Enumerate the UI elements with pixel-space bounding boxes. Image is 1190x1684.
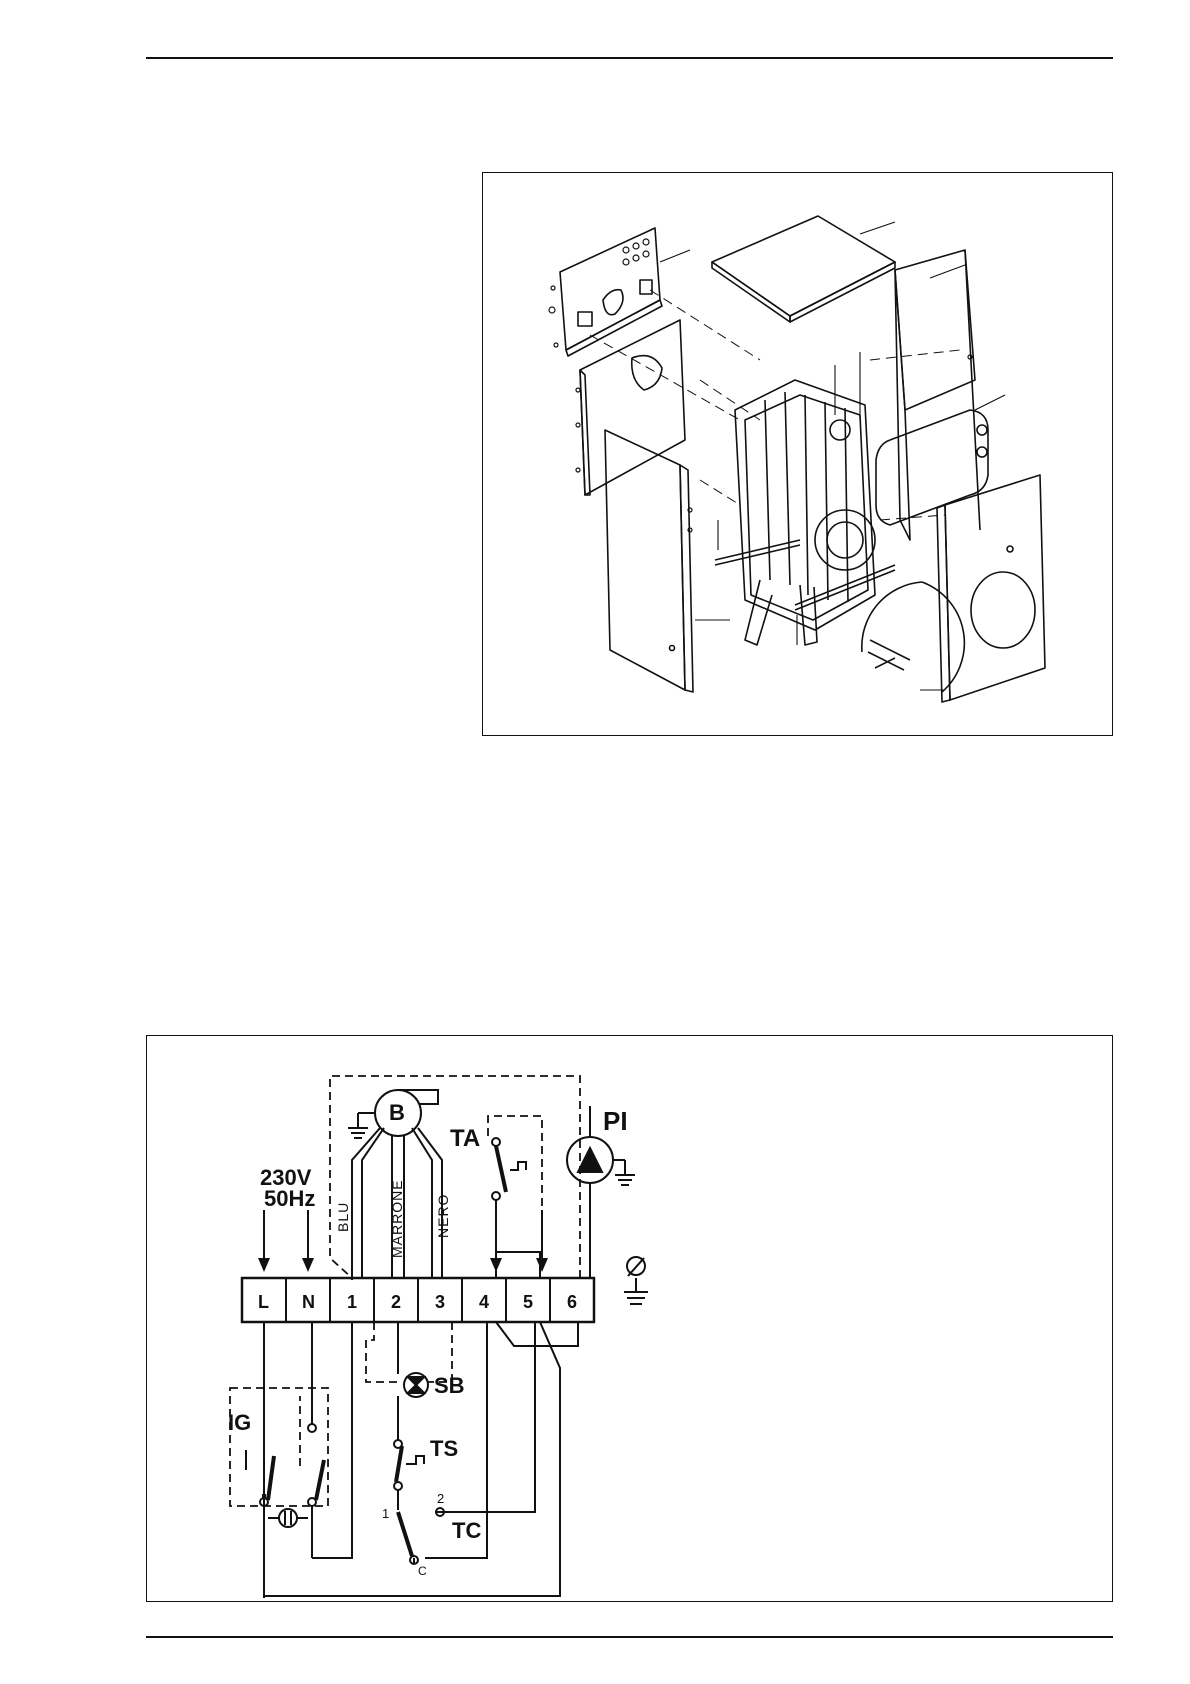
exploded-view-frame (482, 172, 1113, 736)
top-rule (146, 57, 1113, 59)
bottom-rule (146, 1636, 1113, 1638)
wiring-diagram-frame (146, 1035, 1113, 1602)
